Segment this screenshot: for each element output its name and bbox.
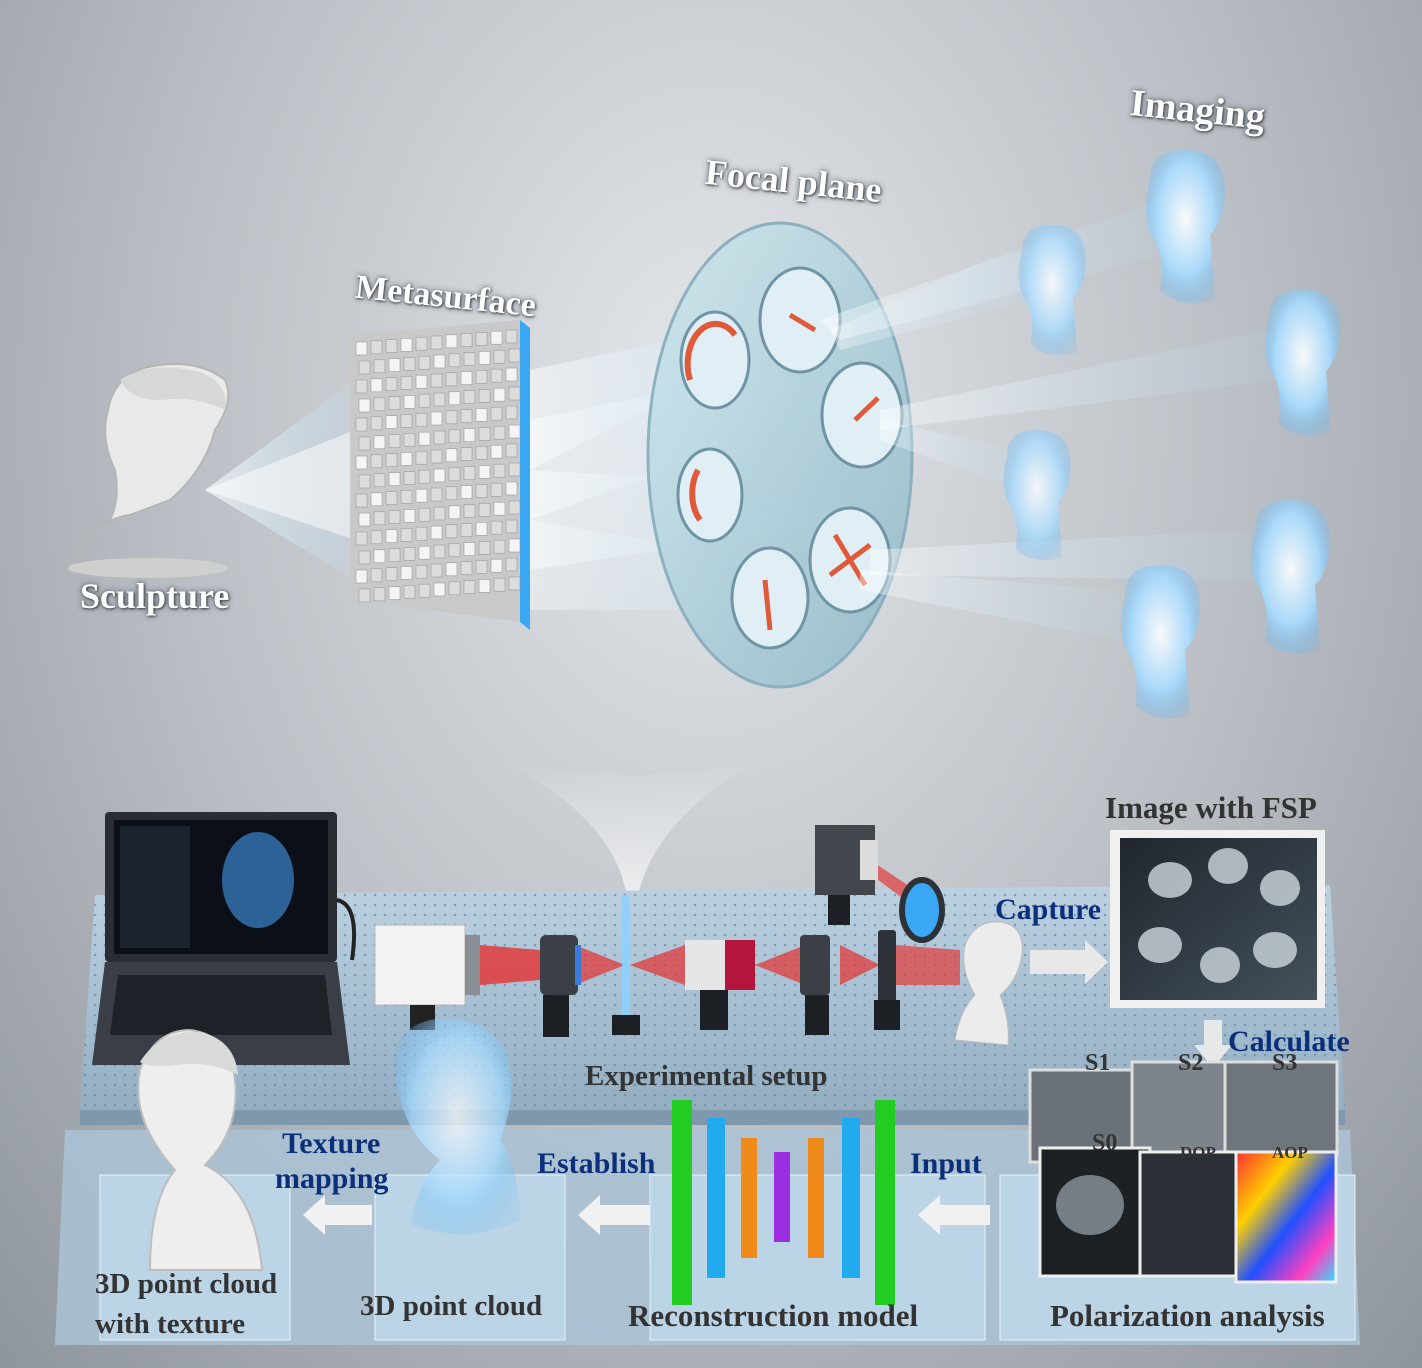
texture-mapping-line2: mapping xyxy=(275,1162,389,1195)
stokes-s1-label: S1 xyxy=(1085,1050,1111,1076)
aop-label: AOP xyxy=(1272,1143,1308,1162)
point-cloud-texture-line1: 3D point cloud xyxy=(95,1268,278,1300)
image-with-fsp-label: Image with FSP xyxy=(1105,790,1317,825)
input-label: Input xyxy=(910,1147,982,1180)
experimental-setup-label: Experimental setup xyxy=(585,1060,828,1092)
calculate-arrow xyxy=(1194,1020,1232,1068)
reconstruction-network xyxy=(672,1100,895,1305)
stokes-s0-label: S0 xyxy=(1092,1130,1118,1156)
stokes-s3-label: S3 xyxy=(1272,1050,1298,1076)
sculpture-label: Sculpture xyxy=(80,576,230,616)
reconstruction-model-label: Reconstruction model xyxy=(628,1298,919,1333)
laptop xyxy=(92,812,357,1065)
textured-bust xyxy=(137,1028,264,1271)
laser-source xyxy=(374,924,480,1030)
polarization-analysis-label: Polarization analysis xyxy=(1050,1298,1325,1333)
focal-plane-disc xyxy=(646,221,914,689)
fsp-image-monitor xyxy=(1110,830,1325,1008)
target-bust xyxy=(954,921,1023,1046)
optical-components xyxy=(540,825,945,1037)
calculate-label: Calculate xyxy=(1228,1025,1350,1058)
metasurface-array xyxy=(350,320,530,630)
establish-label: Establish xyxy=(537,1147,656,1180)
dop-label: DOP xyxy=(1180,1143,1216,1162)
imaging-holograms xyxy=(1003,150,1341,719)
point-cloud-head xyxy=(394,1018,520,1234)
capture-arrow xyxy=(1030,940,1108,984)
sculpture-beams xyxy=(205,380,355,580)
capture-label: Capture xyxy=(995,893,1102,926)
pipeline-arrows xyxy=(303,1195,990,1235)
texture-mapping-line1: Texture xyxy=(282,1127,381,1160)
sculpture-bust xyxy=(68,363,230,578)
imaging-beams xyxy=(820,200,1280,640)
stokes-s2-label: S2 xyxy=(1178,1050,1204,1076)
point-cloud-texture-line2: with texture xyxy=(95,1308,246,1340)
point-cloud-label: 3D point cloud xyxy=(360,1290,543,1322)
light-cone xyxy=(500,760,760,905)
stokes-panels xyxy=(1028,1060,1339,1284)
